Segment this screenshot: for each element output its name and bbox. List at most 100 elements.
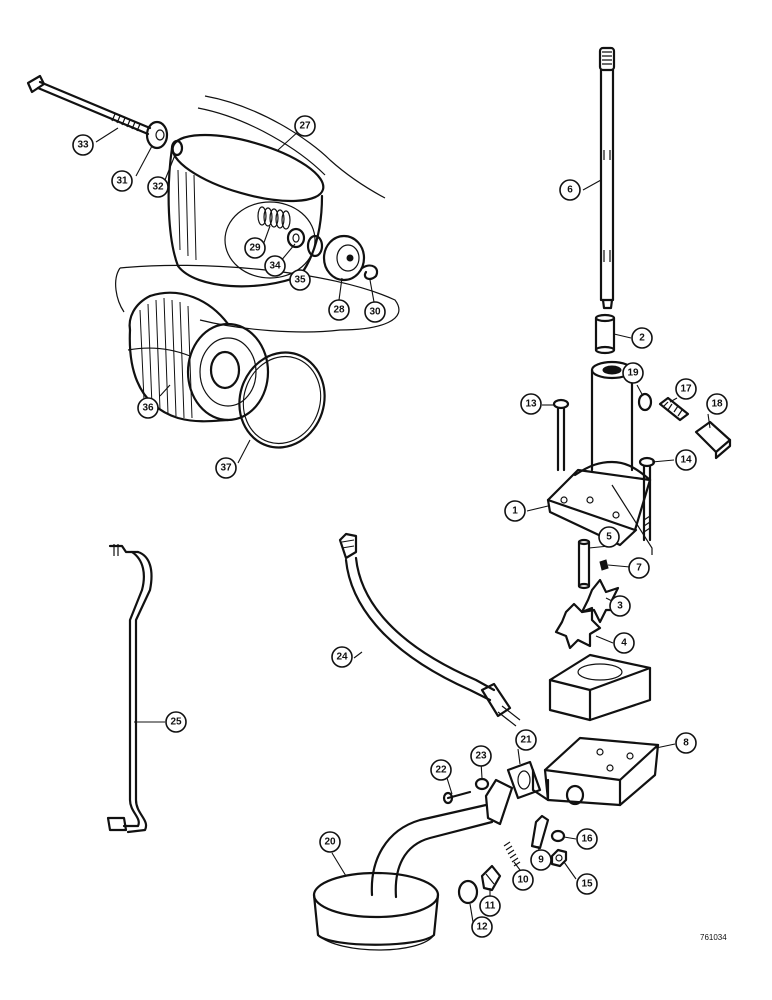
- svg-text:25: 25: [170, 717, 182, 728]
- flange-gasket-21: [506, 760, 542, 800]
- callout-30: 30: [364, 301, 386, 323]
- svg-text:35: 35: [294, 275, 306, 286]
- plunger-9: [530, 814, 550, 850]
- svg-text:2: 2: [639, 333, 645, 344]
- svg-text:19: 19: [627, 368, 639, 379]
- callout-19: 19: [622, 362, 644, 384]
- svg-text:17: 17: [680, 384, 692, 395]
- callout-20: 20: [319, 831, 341, 853]
- svg-text:15: 15: [581, 879, 593, 890]
- spring-29: [257, 206, 291, 230]
- svg-text:4: 4: [621, 638, 627, 649]
- svg-text:1: 1: [512, 506, 518, 517]
- svg-text:22: 22: [435, 765, 447, 776]
- callout-6: 6: [559, 179, 581, 201]
- svg-text:10: 10: [517, 875, 529, 886]
- gear-housing: [548, 653, 652, 722]
- callout-15: 15: [576, 873, 598, 895]
- svg-text:3: 3: [617, 601, 623, 612]
- callout-36: 36: [137, 397, 159, 419]
- callout-31: 31: [111, 170, 133, 192]
- callout-4: 4: [613, 632, 635, 654]
- svg-text:14: 14: [680, 455, 692, 466]
- callout-11: 11: [479, 895, 501, 917]
- pipe-flange: [484, 778, 514, 826]
- filter-washer-31: [145, 120, 169, 150]
- svg-text:21: 21: [520, 735, 532, 746]
- seal-ring-37: [238, 351, 326, 449]
- gasket-23: [474, 777, 490, 791]
- callout-8: 8: [675, 732, 697, 754]
- svg-text:12: 12: [476, 922, 488, 933]
- filter-base-28: [322, 234, 366, 282]
- callout-3: 3: [609, 595, 631, 617]
- nut-15: [550, 848, 568, 868]
- callout-14: 14: [675, 449, 697, 471]
- callout-28: 28: [328, 299, 350, 321]
- svg-text:36: 36: [142, 403, 154, 414]
- callout-16: 16: [576, 828, 598, 850]
- svg-text:18: 18: [711, 399, 723, 410]
- svg-text:5: 5: [606, 532, 612, 543]
- svg-text:9: 9: [538, 855, 544, 866]
- callout-5: 5: [598, 526, 620, 548]
- callout-12: 12: [471, 916, 493, 938]
- callout-35: 35: [289, 269, 311, 291]
- callout-13: 13: [520, 393, 542, 415]
- callout-32: 32: [147, 176, 169, 198]
- bushing-2: [594, 313, 616, 355]
- filter-element-36: [127, 291, 270, 423]
- o-ring-35: [306, 234, 324, 258]
- svg-text:34: 34: [269, 261, 281, 272]
- tube-25: [106, 544, 153, 834]
- oil-line-24: [338, 532, 521, 727]
- callout-2: 2: [631, 327, 653, 349]
- clip-30: [360, 264, 379, 281]
- svg-text:16: 16: [581, 834, 593, 845]
- suction-screen-20: [312, 803, 494, 951]
- plug-11: [480, 864, 502, 892]
- callout-29: 29: [244, 237, 266, 259]
- callout-27: 27: [294, 115, 316, 137]
- callout-24: 24: [331, 646, 353, 668]
- callout-18: 18: [706, 393, 728, 415]
- svg-text:6: 6: [567, 185, 573, 196]
- washer-34: [286, 227, 306, 249]
- svg-text:28: 28: [333, 305, 345, 316]
- callout-10: 10: [512, 869, 534, 891]
- callout-21: 21: [515, 729, 537, 751]
- svg-text:30: 30: [369, 307, 381, 318]
- callout-37: 37: [215, 457, 237, 479]
- svg-text:31: 31: [116, 176, 128, 187]
- svg-text:11: 11: [485, 901, 496, 912]
- callout-9: 9: [530, 849, 552, 871]
- svg-text:24: 24: [336, 652, 348, 663]
- svg-text:27: 27: [299, 121, 311, 132]
- spring-10: [503, 841, 521, 867]
- filter-bolt: [26, 74, 152, 136]
- svg-text:32: 32: [152, 182, 164, 193]
- filter-housing-27: [167, 95, 386, 288]
- key-7: [599, 559, 609, 571]
- svg-text:29: 29: [249, 243, 261, 254]
- bolt-14: [638, 456, 656, 542]
- svg-text:37: 37: [220, 463, 232, 474]
- washer-12: [457, 879, 479, 905]
- callout-34: 34: [264, 255, 286, 277]
- svg-text:7: 7: [636, 563, 642, 574]
- pump-cover-8: [531, 736, 660, 807]
- svg-text:8: 8: [683, 738, 689, 749]
- cap-nut-18: [694, 420, 732, 460]
- callout-23: 23: [470, 745, 492, 767]
- drive-shaft-6: [598, 46, 616, 310]
- washer-19: [637, 392, 653, 412]
- screw-22: [442, 790, 472, 805]
- figure-reference-number: 761034: [700, 933, 727, 942]
- callout-1: 1: [504, 500, 526, 522]
- callout-33: 33: [72, 134, 94, 156]
- bolt-13: [552, 398, 570, 472]
- shaft-5: [577, 538, 591, 590]
- gear-4: [554, 602, 602, 650]
- svg-text:23: 23: [475, 751, 487, 762]
